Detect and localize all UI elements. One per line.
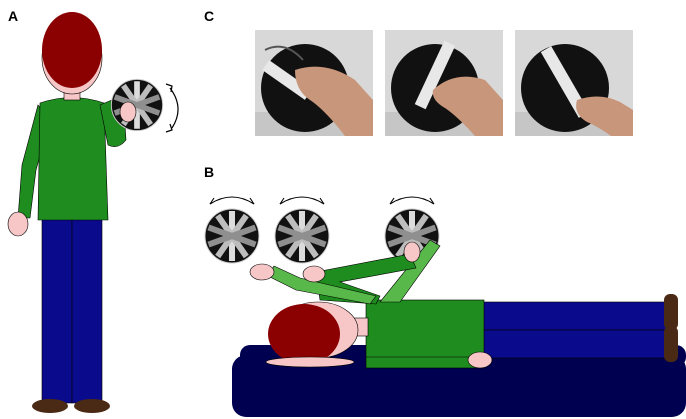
curved-double-arrow-icon [165, 83, 179, 133]
hand [403, 241, 421, 263]
right-shoe [74, 399, 110, 413]
right-hand [119, 101, 137, 123]
mattress [232, 355, 686, 417]
lower-leg [479, 329, 671, 359]
hand [302, 265, 326, 283]
shoe [664, 326, 678, 362]
panel-label-b: B [204, 164, 215, 180]
arm-light-lower [267, 265, 377, 305]
photo-disc-rotation-middle [385, 30, 503, 136]
disc-icon [274, 208, 330, 264]
photo-disc-rotation-start [255, 30, 373, 136]
right-leg [71, 217, 103, 404]
hair [42, 12, 102, 88]
disc-icon [110, 78, 164, 132]
shoe [664, 294, 678, 330]
photo-disc-rotation-end [515, 30, 633, 136]
upper-leg [479, 301, 671, 331]
lying-figure-scene [204, 196, 686, 417]
torso [37, 97, 109, 221]
torso [365, 299, 485, 369]
left-leg [41, 217, 73, 404]
panel-label-c: C [204, 8, 215, 24]
panel-label-a: A [8, 8, 19, 24]
standing-figure [7, 12, 179, 413]
disc-icon [204, 208, 260, 264]
hand [249, 263, 275, 281]
pillow-shadow [265, 356, 355, 368]
hand [467, 351, 493, 369]
left-shoe [32, 399, 68, 413]
curved-double-arrow-icon [209, 196, 435, 205]
hair [268, 304, 340, 364]
left-hand [7, 211, 29, 237]
